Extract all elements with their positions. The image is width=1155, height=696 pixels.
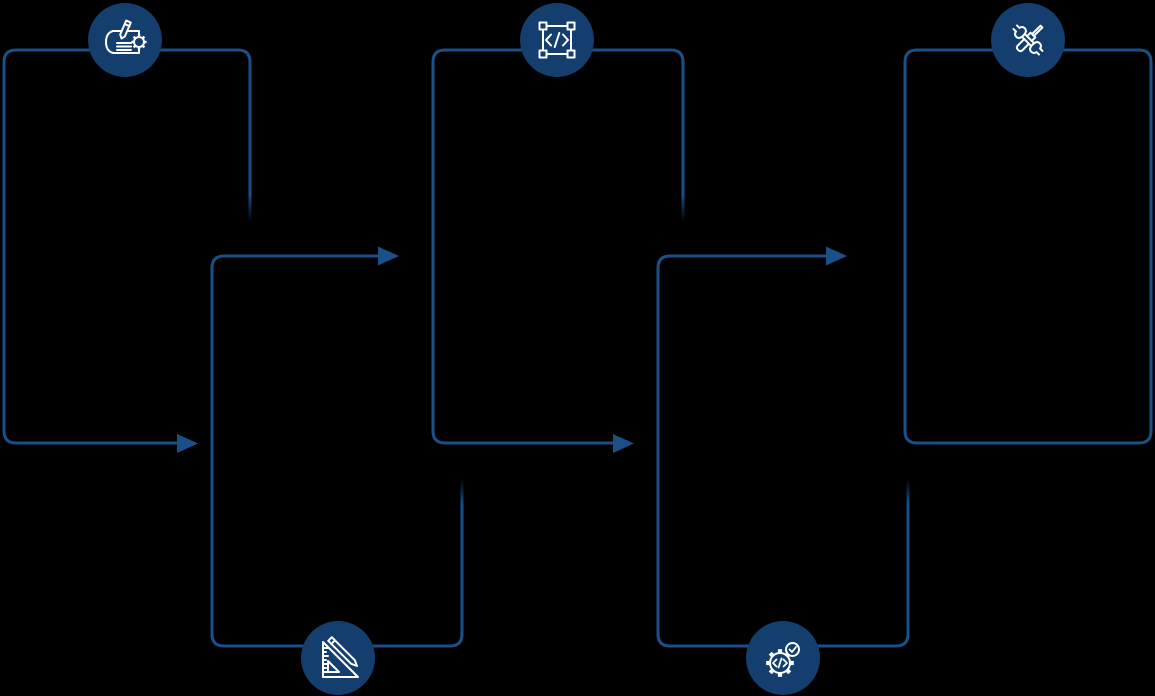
frame-square xyxy=(542,25,572,55)
set-square-pencil-icon xyxy=(322,636,359,678)
arrow-stage1-to-stage2-head xyxy=(177,434,198,453)
wrench-head-bottom xyxy=(1029,41,1044,56)
pencil-band xyxy=(124,23,131,28)
gear xyxy=(131,34,147,50)
wrench-head-top xyxy=(1012,24,1027,39)
check-mark xyxy=(788,646,797,653)
arrow-stage3-to-stage4-head xyxy=(613,434,634,453)
stage-5-box-outline xyxy=(903,48,1153,445)
check-circle xyxy=(785,642,800,657)
stage-1-box-outline xyxy=(2,48,252,445)
code-frame-icon xyxy=(538,21,576,59)
blueprint-sheet xyxy=(105,30,140,54)
stage-2-badge xyxy=(301,621,375,695)
stage-1-badge xyxy=(88,3,162,77)
pencil-band xyxy=(330,639,336,645)
code-chevrons xyxy=(772,657,788,669)
pencil xyxy=(327,636,358,667)
stage-3-box-outline xyxy=(431,48,685,445)
stage-4-panel xyxy=(656,246,910,648)
frame-corner-handle xyxy=(538,49,548,59)
ruler-ticks xyxy=(322,647,329,673)
wrench xyxy=(1012,24,1044,56)
frame-corner-handle xyxy=(538,21,548,31)
blueprint-plan-icon xyxy=(105,19,147,54)
frame-corner-handle xyxy=(566,49,576,59)
set-square-inner-triangle xyxy=(327,660,340,673)
stage-3-badge xyxy=(520,3,594,77)
stage-3-panel xyxy=(431,48,685,453)
code-chevrons xyxy=(545,32,569,48)
stage-2-panel xyxy=(210,246,464,648)
stage-5-panel xyxy=(903,48,1153,445)
stage-4-box-outline xyxy=(656,254,910,648)
frame-corner-handle xyxy=(566,21,576,31)
stage-5-badge xyxy=(991,3,1065,77)
arrow-stage4-to-stage5-head xyxy=(826,246,847,266)
blueprint-text-lines xyxy=(116,42,132,51)
stage-4-badge xyxy=(746,621,820,695)
stage-1-panel xyxy=(2,48,252,453)
arrow-stage2-to-stage3-head xyxy=(378,246,399,266)
stage-2-box-outline xyxy=(210,254,464,648)
crossed-tools-icon xyxy=(1012,24,1044,56)
badge-circle xyxy=(88,3,162,77)
gear-code-check-icon xyxy=(766,642,800,677)
